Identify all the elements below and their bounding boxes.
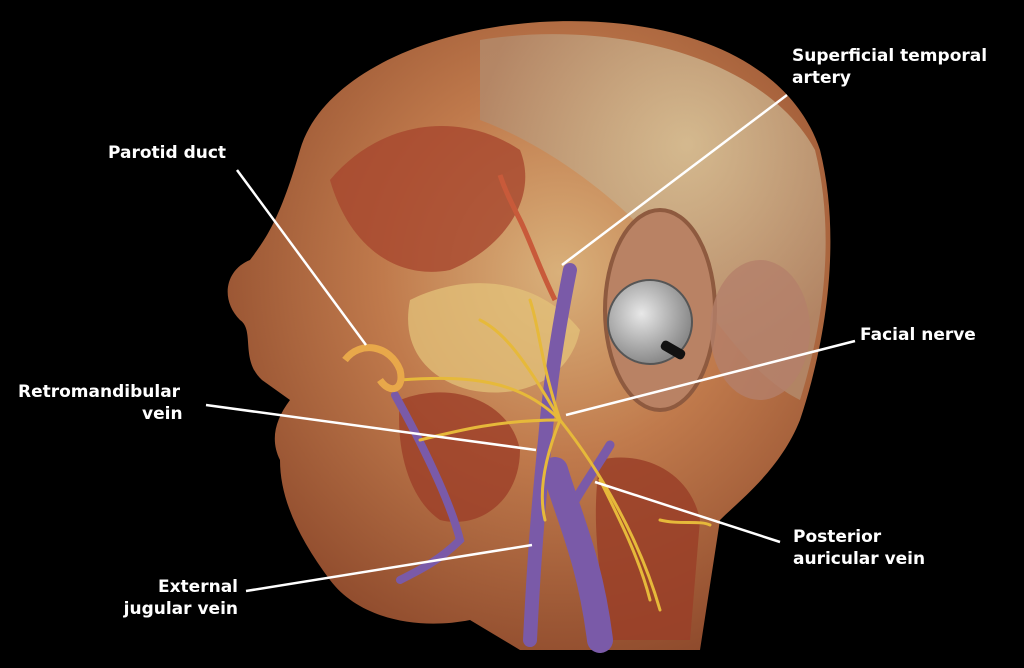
- label-retromandibular-vein: Retromandibular vein: [18, 381, 183, 425]
- label-line: jugular vein: [123, 599, 238, 619]
- leader-lines: [205, 94, 856, 593]
- coin-marker: [607, 279, 693, 365]
- label-line: External: [157, 577, 238, 597]
- label-line: vein: [142, 404, 183, 424]
- label-external-jugular-vein: External jugular vein: [112, 576, 238, 620]
- neck-muscle: [595, 457, 700, 640]
- coin-clip: [660, 340, 686, 360]
- back-of-head-skin: [710, 260, 810, 400]
- label-parotid-duct: Parotid duct: [108, 143, 227, 163]
- parotid-duct-structure: [342, 344, 405, 393]
- temporal-muscle: [330, 126, 526, 272]
- label-line: Retromandibular: [18, 382, 181, 402]
- label-line: auricular vein: [793, 549, 926, 569]
- label-line: Posterior: [793, 527, 882, 547]
- leader-facial-nerve: [565, 339, 856, 417]
- label-line: Superficial temporal: [792, 46, 988, 66]
- leader-superficial-temporal-artery: [561, 94, 788, 266]
- label-line: artery: [792, 68, 851, 88]
- external-jugular-vein-structure: [542, 457, 613, 653]
- label-posterior-auricular-vein: Posterior auricular vein: [793, 526, 925, 570]
- leader-external-jugular-vein: [245, 543, 533, 593]
- leader-posterior-auricular-vein: [594, 480, 781, 544]
- label-facial-nerve: Facial nerve: [860, 325, 976, 345]
- superficial-temporal-artery-structure: [497, 174, 558, 302]
- leader-parotid-duct: [235, 169, 368, 346]
- leader-retromandibular-vein: [205, 403, 537, 452]
- retromandibular-vein-structure: [523, 263, 577, 647]
- facial-vein-structure: [391, 391, 465, 584]
- label-superficial-temporal-artery: Superficial temporal artery: [792, 45, 987, 89]
- posterior-auricular-vein-structure: [565, 440, 615, 515]
- parotid-region: [408, 283, 580, 393]
